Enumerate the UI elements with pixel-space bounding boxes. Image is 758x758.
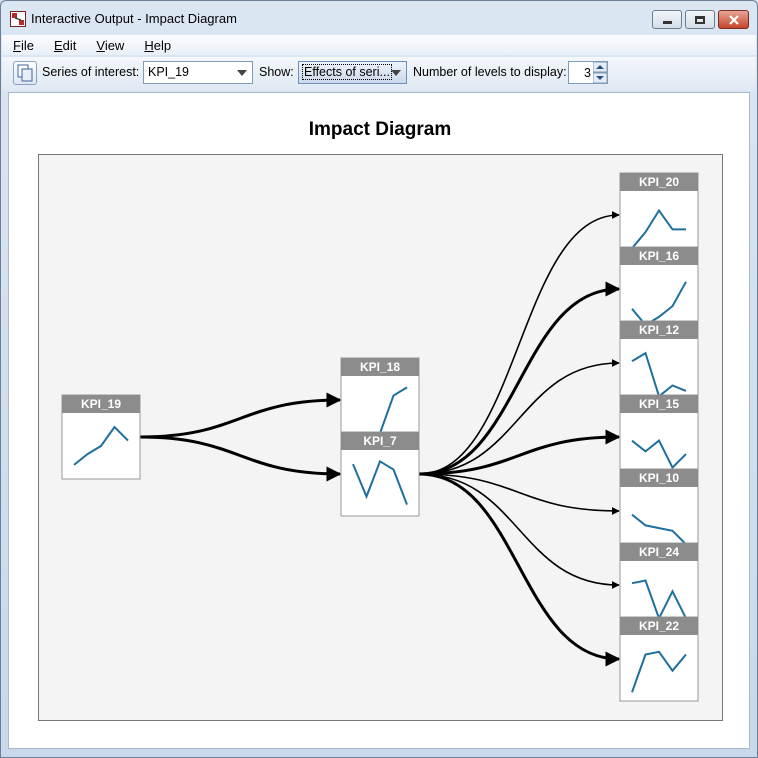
- sparkline: [631, 650, 687, 693]
- toolbar: Series of interest: KPI_19 Show: Effects…: [2, 57, 756, 91]
- node-header: [620, 543, 698, 561]
- node-header: [620, 321, 698, 339]
- node-header: [620, 395, 698, 413]
- spinner-buttons: [592, 61, 608, 84]
- close-icon: [728, 14, 739, 25]
- impact-edge-kpi_7-to-kpi_12: [418, 359, 620, 475]
- impact-edge-kpi_7-to-kpi_24: [418, 473, 620, 589]
- series-of-interest-value: KPI_19: [148, 65, 190, 79]
- impact-edge-kpi_19-to-kpi_7: [139, 435, 342, 482]
- window-title: Interactive Output - Impact Diagram: [31, 11, 237, 26]
- sparkline: [631, 439, 687, 470]
- show-select[interactable]: Effects of seri...: [298, 61, 407, 84]
- maximize-icon: [695, 15, 705, 24]
- sparkline: [352, 459, 408, 505]
- node-label: KPI_10: [639, 471, 679, 485]
- chevron-down-icon[interactable]: [232, 62, 252, 83]
- minimize-icon: [662, 21, 672, 24]
- close-button[interactable]: [718, 10, 749, 29]
- show-label: Show:: [259, 65, 294, 79]
- copy-icon: [17, 64, 33, 82]
- impact-edge-kpi_7-to-kpi_15: [418, 429, 621, 476]
- sparkline: [631, 208, 686, 249]
- node-header: [620, 173, 698, 191]
- node-header: [620, 617, 698, 635]
- impact-edge-kpi_19-to-kpi_18: [139, 392, 342, 439]
- menu-help[interactable]: Help: [133, 38, 180, 53]
- node-header: [620, 469, 698, 487]
- node-header: [341, 432, 419, 450]
- menu-bar: File Edit View Help: [2, 35, 756, 55]
- node-kpi_18[interactable]: KPI_18: [340, 357, 420, 443]
- menu-edit-key: E: [53, 37, 63, 53]
- node-kpi_15[interactable]: KPI_15: [619, 394, 699, 480]
- arrow-up-icon: [596, 65, 604, 69]
- menu-view-label: iew: [104, 37, 125, 53]
- levels-label: Number of levels to display:: [413, 65, 567, 79]
- minimize-button[interactable]: [652, 10, 682, 29]
- node-label: KPI_15: [639, 397, 679, 411]
- node-kpi_10[interactable]: KPI_10: [619, 468, 699, 554]
- node-kpi_22[interactable]: KPI_22: [619, 616, 699, 702]
- arrow-down-icon: [596, 76, 604, 80]
- show-value: Effects of seri...: [302, 64, 392, 80]
- impact-edge-kpi_7-to-kpi_16: [418, 281, 621, 476]
- app-icon[interactable]: [10, 11, 26, 27]
- impact-edge-kpi_7-to-kpi_10: [418, 473, 620, 515]
- node-label: KPI_12: [639, 323, 679, 337]
- impact-edge-kpi_7-to-kpi_20: [418, 211, 620, 475]
- node-label: KPI_18: [360, 360, 400, 374]
- copy-button[interactable]: [13, 61, 37, 85]
- maximize-button[interactable]: [685, 10, 715, 29]
- sparkline: [631, 513, 687, 546]
- chevron-down-icon[interactable]: [386, 62, 406, 83]
- menu-view-key: V: [96, 37, 105, 53]
- diagram-title: Impact Diagram: [308, 119, 452, 140]
- menu-help-key: H: [144, 37, 154, 53]
- node-kpi_7[interactable]: KPI_7: [340, 431, 420, 517]
- menu-file-key: F: [13, 37, 21, 53]
- node-label: KPI_20: [639, 175, 679, 189]
- node-header: [341, 358, 419, 376]
- node-label: KPI_22: [639, 619, 679, 633]
- node-kpi_16[interactable]: KPI_16: [619, 246, 699, 332]
- node-label: KPI_24: [639, 545, 679, 559]
- node-kpi_24[interactable]: KPI_24: [619, 542, 699, 628]
- menu-edit-label: dit: [62, 37, 77, 53]
- node-kpi_20[interactable]: KPI_20: [619, 172, 699, 258]
- sparkline: [631, 281, 687, 327]
- menu-file[interactable]: File: [2, 38, 43, 53]
- node-label: KPI_19: [81, 397, 121, 411]
- node-label: KPI_7: [363, 434, 397, 448]
- series-of-interest-label: Series of interest:: [42, 65, 140, 79]
- node-header: [620, 247, 698, 265]
- impact-edge-kpi_7-to-kpi_22: [418, 472, 621, 667]
- node-header: [62, 395, 140, 413]
- sparkline: [73, 425, 129, 466]
- menu-edit[interactable]: Edit: [43, 38, 85, 53]
- menu-file-label: ile: [20, 37, 34, 53]
- series-of-interest-select[interactable]: KPI_19: [143, 61, 253, 84]
- levels-value: 3: [584, 66, 591, 80]
- title-bar[interactable]: Interactive Output - Impact Diagram: [1, 1, 757, 35]
- node-label: KPI_16: [639, 249, 679, 263]
- node-kpi_12[interactable]: KPI_12: [619, 320, 699, 406]
- node-kpi_19[interactable]: KPI_19: [61, 394, 141, 480]
- levels-spinner[interactable]: 3: [568, 61, 608, 84]
- menu-view[interactable]: View: [85, 38, 133, 53]
- menu-help-label: elp: [153, 37, 172, 53]
